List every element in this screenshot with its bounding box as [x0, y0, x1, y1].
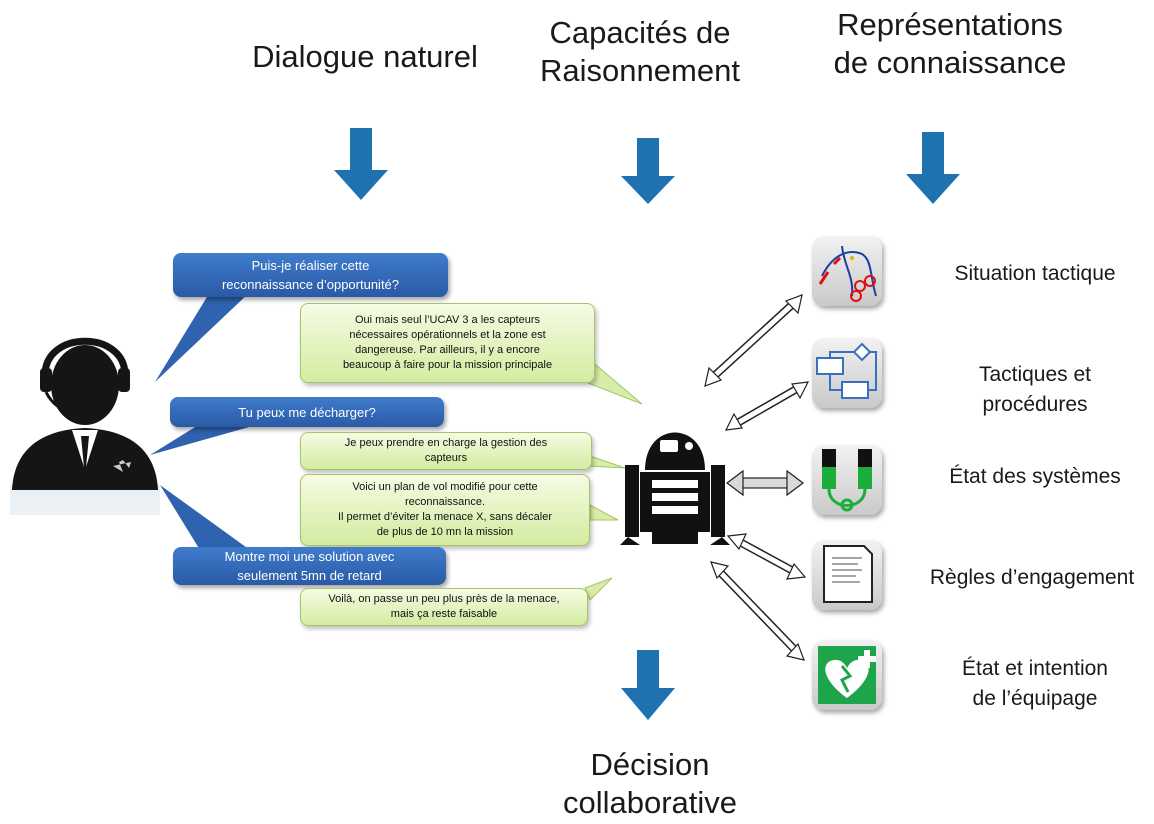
systems-status-icon: [812, 445, 882, 515]
link-equipage: [710, 561, 805, 661]
bubble-question-1-text: Puis-je réaliser cette reconnaissance d’…: [221, 258, 400, 292]
document-icon: [812, 540, 882, 610]
down-arrow-representations: [906, 132, 960, 204]
link-tactiques: [724, 381, 810, 431]
bubble-answer-4: Voilà, on passe un peu plus près de la m…: [300, 588, 588, 626]
header-decision: Décision collaborative: [562, 747, 738, 820]
link-systemes: [726, 469, 804, 497]
bubble-question-3: Montre moi une solution avec seulement 5…: [173, 547, 446, 585]
bubble-answer-1: Oui mais seul l’UCAV 3 a les capteurs né…: [300, 303, 595, 383]
label-tactiques-procedures: Tactiques et procédures: [978, 363, 1092, 416]
down-arrow-raisonnement: [621, 138, 675, 204]
bubble-answer-3: Voici un plan de vol modifié pour cette …: [300, 474, 590, 546]
bubble-tail-q2: [150, 424, 260, 455]
bubble-question-1: Puis-je réaliser cette reconnaissance d’…: [173, 253, 448, 297]
operator-icon: [10, 337, 160, 515]
link-regles: [726, 533, 807, 580]
header-dialogue: Dialogue naturel: [252, 39, 478, 74]
label-regles-engagement: Règles d’engagement: [929, 566, 1135, 589]
bubble-tail-a4: [584, 577, 613, 601]
heart-health-icon: [812, 640, 882, 710]
header-representations: Représentations de connaissance: [833, 7, 1067, 80]
bubble-question-2-text: Tu peux me décharger?: [238, 404, 376, 420]
bubble-question-2: Tu peux me décharger?: [170, 397, 444, 427]
bubble-tail-q1: [155, 292, 250, 382]
bubble-answer-2: Je peux prendre en charge la gestion des…: [300, 432, 592, 470]
bubble-answer-1-text: Oui mais seul l’UCAV 3 a les capteurs né…: [342, 314, 553, 371]
flowchart-icon: [812, 338, 882, 408]
bubble-answer-2-text: Je peux prendre en charge la gestion des…: [344, 437, 548, 464]
robot-icon: [620, 432, 730, 545]
bubble-tail-a3: [589, 504, 619, 521]
tactical-map-icon: [812, 236, 882, 306]
down-arrow-decision: [621, 650, 675, 720]
label-etat-intention-equipage: État et intention de l’équipage: [962, 657, 1108, 710]
bubble-question-3-text: Montre moi une solution avec seulement 5…: [224, 549, 395, 583]
bubble-tail-q3: [160, 485, 250, 550]
header-raisonnement: Capacités de Raisonnement: [540, 15, 740, 88]
down-arrow-dialogue: [334, 128, 388, 200]
label-situation-tactique: Situation tactique: [954, 262, 1116, 285]
link-situation: [704, 294, 803, 387]
bubble-tail-a2: [589, 455, 626, 469]
bubble-answer-4-text: Voilà, on passe un peu plus près de la m…: [328, 593, 560, 620]
label-etat-systemes: État des systèmes: [949, 465, 1121, 488]
bubble-answer-3-text: Voici un plan de vol modifié pour cette …: [338, 481, 552, 538]
